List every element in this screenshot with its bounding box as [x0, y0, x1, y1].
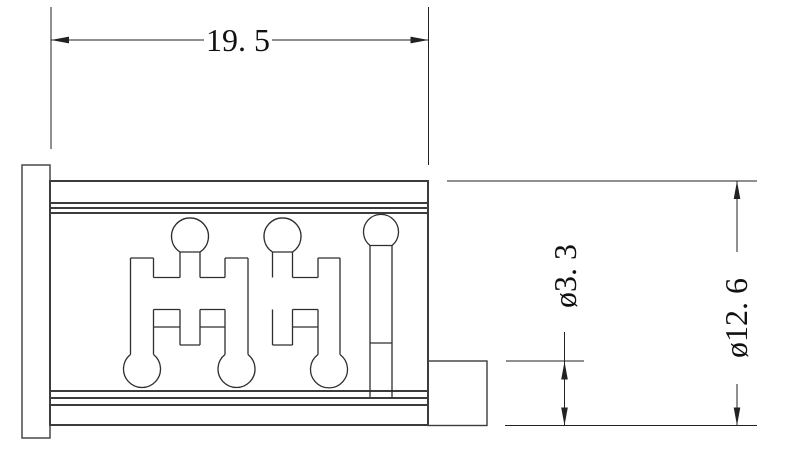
pattern2-right-ball	[309, 353, 349, 389]
width-arrow-right	[410, 36, 429, 44]
width-arrow-left	[51, 36, 69, 44]
top-rails	[50, 202, 428, 214]
pattern1-top-ball	[170, 217, 210, 253]
pattern3-top-ball	[362, 213, 400, 247]
body-extension-lines	[447, 180, 757, 426]
pattern1-right-leg	[224, 257, 249, 355]
step-dimension-label: ø3. 3	[547, 244, 583, 308]
pattern2-crossbar	[292, 308, 318, 328]
pattern1-right-ball	[217, 353, 256, 389]
width-dimension-label: 19. 5	[206, 22, 270, 58]
pattern1-left-leg	[129, 257, 155, 355]
dim-overall-width: 19. 5	[50, 7, 429, 165]
step-arrow-down	[561, 407, 568, 426]
left-flange	[21, 164, 51, 439]
main-body	[49, 180, 429, 426]
pattern1-crossbar	[153, 308, 225, 328]
terminal-pattern-1	[122, 217, 256, 389]
pattern2-right-leg	[317, 257, 341, 355]
pattern2-top-ball	[263, 217, 302, 253]
step-block	[427, 360, 488, 427]
body-arrow-up	[733, 181, 741, 199]
width-extension-lines	[50, 7, 429, 165]
pattern3-pin	[369, 245, 393, 397]
bottom-rails	[50, 390, 428, 406]
body-dimension-label: ø12. 6	[718, 278, 754, 358]
terminal-pattern-3	[362, 213, 400, 397]
pattern1-center-stem	[179, 252, 201, 346]
part-side-view	[21, 164, 488, 439]
dim-step-diameter: ø3. 3	[506, 244, 584, 426]
terminal-pattern-2	[263, 217, 349, 389]
body-arrow-down	[733, 407, 741, 426]
dim-body-diameter: ø12. 6	[447, 180, 757, 426]
pattern1-left-ball	[122, 353, 162, 389]
pattern2-center-stem	[271, 252, 294, 346]
step-arrow-up	[561, 361, 568, 380]
